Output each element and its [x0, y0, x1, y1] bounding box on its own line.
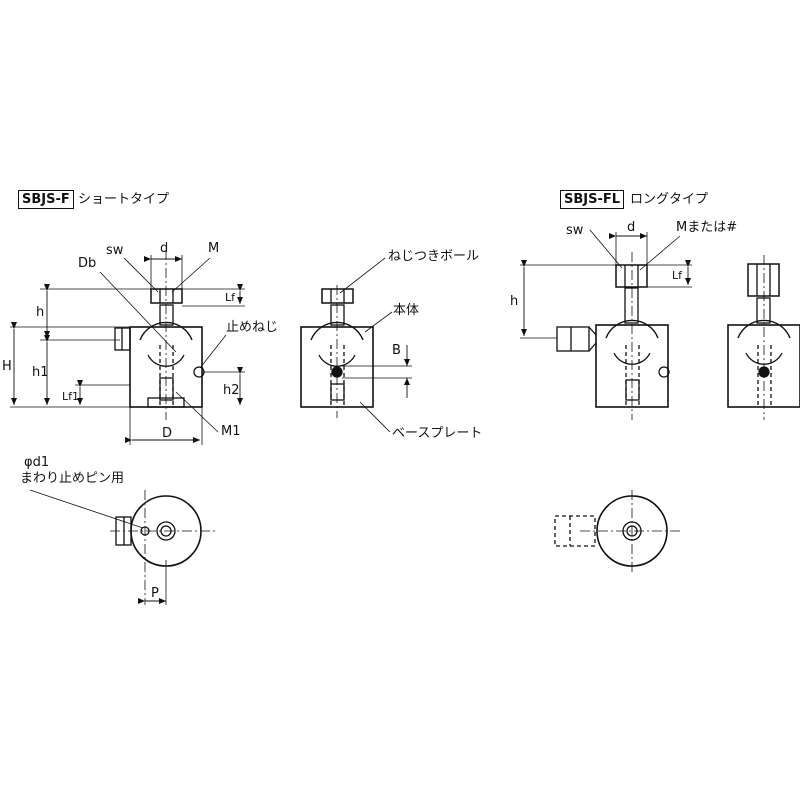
label-B: B: [392, 343, 401, 358]
label-phi-d1: φd1: [24, 455, 50, 470]
long-model-label: SBJS-FL: [560, 190, 625, 209]
short-front-view: [10, 250, 245, 445]
short-type-name: ショートタイプ: [78, 192, 170, 207]
long-label-lf: Lf: [672, 269, 683, 282]
long-top-view: [554, 490, 680, 572]
long-label-d: d: [627, 220, 636, 235]
label-h2: h2: [223, 383, 240, 398]
label-h1: h1: [32, 365, 49, 380]
long-label-h: h: [510, 294, 519, 309]
short-model-label: SBJS-F: [18, 190, 74, 209]
label-body: 本体: [393, 303, 420, 318]
short-top-view: [29, 489, 215, 605]
label-h: h: [36, 305, 45, 320]
label-H: H: [2, 359, 12, 374]
long-label-m-or-hash: Mまたは#: [676, 220, 738, 235]
long-side-view: [727, 255, 800, 420]
label-d: d: [160, 241, 169, 256]
label-db: Db: [78, 256, 97, 271]
long-front-view: [520, 229, 692, 420]
label-D: D: [162, 426, 173, 441]
label-P: P: [151, 586, 159, 601]
label-lf: Lf: [225, 291, 236, 304]
label-m1: M1: [221, 424, 241, 439]
label-screw-ball: ねじつきボール: [388, 249, 480, 264]
short-side-view: [300, 257, 412, 433]
label-sw: sw: [106, 243, 124, 258]
long-type-name: ロングタイプ: [630, 192, 709, 207]
label-lf1: Lf1: [62, 390, 79, 403]
label-anti-rotation-pin: まわり止めピン用: [20, 471, 125, 486]
label-stop-screw: 止めねじ: [226, 320, 279, 335]
label-base-plate: ベースプレート: [392, 426, 483, 441]
long-label-sw: sw: [566, 223, 584, 238]
label-m: M: [208, 241, 220, 256]
